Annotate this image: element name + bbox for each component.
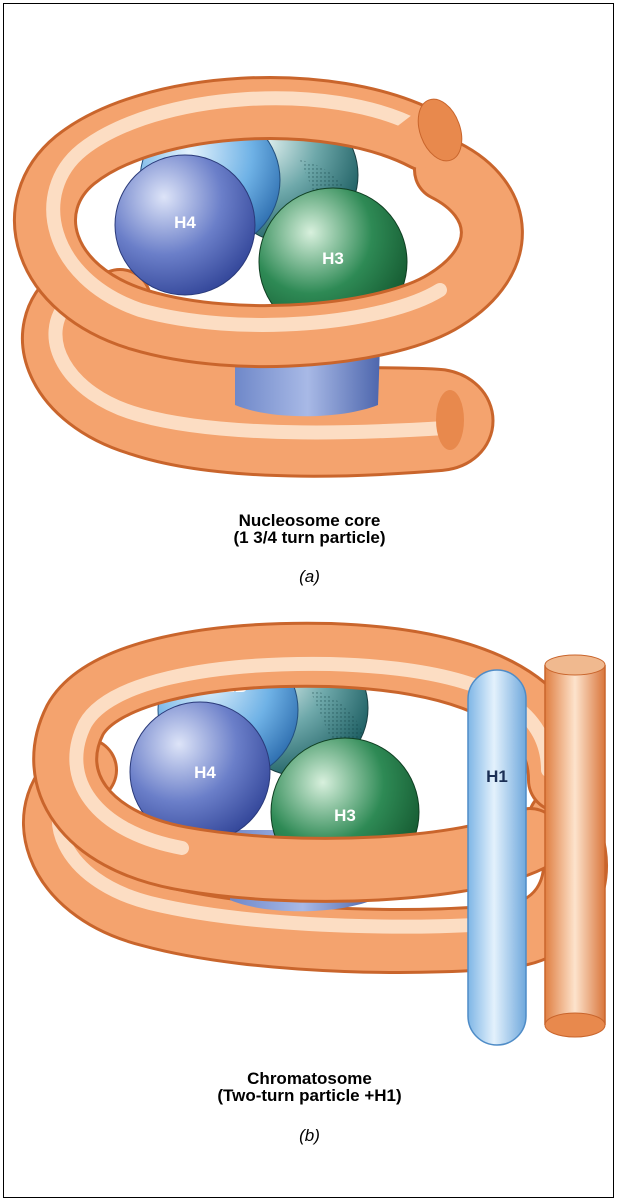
sublabel-b: (b)	[0, 1126, 619, 1146]
sublabel-a: (a)	[0, 567, 619, 587]
panel-b-diagram: H2A H2B H4 H3 H1	[55, 640, 605, 1045]
histone-h1-b: H1	[468, 670, 526, 1045]
dna-end-b	[545, 655, 605, 1037]
label-h4-a: H4	[174, 213, 196, 232]
label-h3-b: H3	[334, 806, 356, 825]
caption-b-line2: (Two-turn particle +H1)	[0, 1087, 619, 1104]
caption-b-line1: Chromatosome	[0, 1070, 619, 1087]
label-h4-b: H4	[194, 763, 216, 782]
label-h3-a: H3	[322, 249, 344, 268]
histone-h4-a: H4	[115, 155, 255, 295]
label-h1-b: H1	[486, 767, 508, 786]
panel-a-diagram: H2A H2B H4 H3	[45, 93, 492, 450]
caption-a-line2: (1 3/4 turn particle)	[0, 529, 619, 546]
caption-a-line1: Nucleosome core	[0, 512, 619, 529]
